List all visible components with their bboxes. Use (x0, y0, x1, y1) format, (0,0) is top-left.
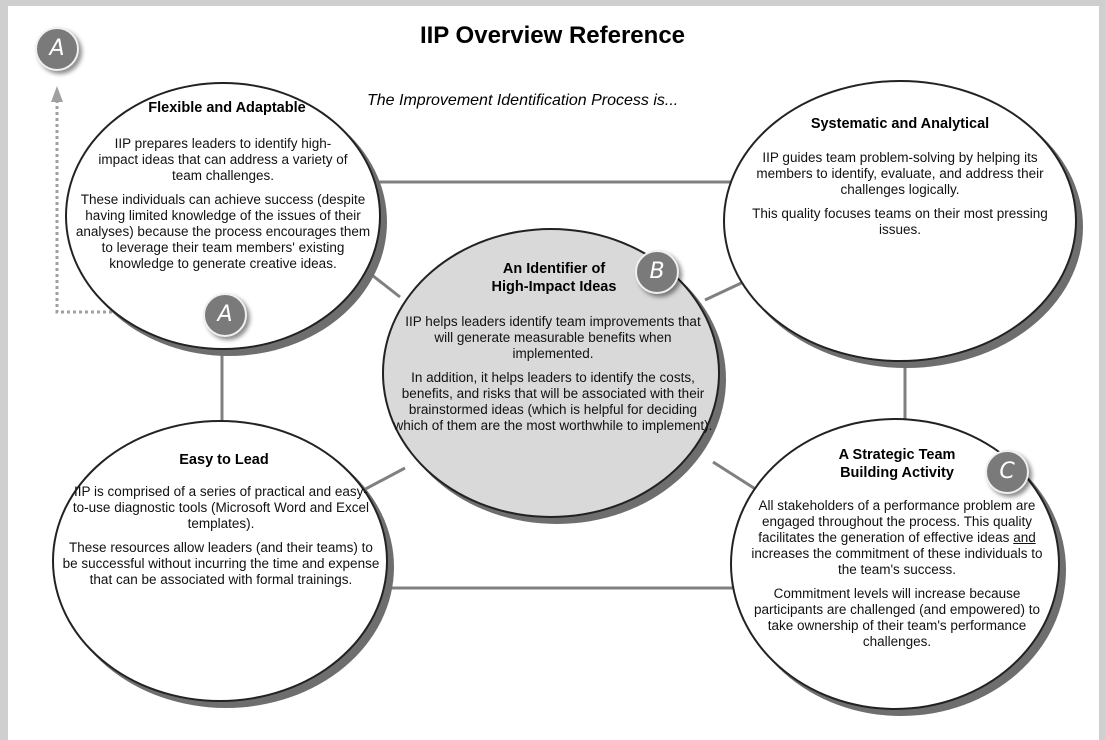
frame-top-border (0, 0, 1105, 6)
strategic-team-title-line2: Building Activity (840, 465, 954, 481)
easy-to-lead-p1: IIP is comprised of a series of practica… (72, 484, 370, 531)
easy-to-lead-text: IIP is comprised of a series of practica… (58, 484, 384, 596)
frame-left-border (0, 0, 8, 740)
badge-c[interactable]: C (985, 450, 1029, 494)
badge-a-top[interactable]: A (35, 27, 79, 71)
strategic-team-p1-underlined: and (1013, 530, 1036, 545)
frame-right-border (1099, 0, 1105, 740)
strategic-team-title: A Strategic Team Building Activity (792, 446, 1002, 482)
flexible-adaptable-title: Flexible and Adaptable (148, 100, 306, 116)
connector-center-bottom-left (357, 466, 406, 495)
badge-a-inline[interactable]: A (203, 293, 247, 337)
strategic-team-p1-end: increases the commitment of these indivi… (751, 546, 1043, 577)
systematic-analytical-title: Systematic and Analytical (810, 116, 990, 132)
flexible-adaptable-p1: IIP prepares leaders to identify high-im… (98, 136, 348, 183)
connector-center-bottom-right (712, 460, 758, 492)
strategic-team-text: All stakeholders of a performance proble… (738, 498, 1056, 658)
strategic-team-p1-start: All stakeholders of a performance proble… (758, 498, 1036, 545)
connector-center-top-left (367, 270, 401, 299)
diagram-subtitle: The Improvement Identification Process i… (367, 92, 679, 109)
systematic-analytical-p1: IIP guides team problem-solving by helpi… (756, 150, 1044, 197)
easy-to-lead-title: Easy to Lead (179, 452, 269, 468)
systematic-analytical-text: IIP guides team problem-solving by helpi… (735, 150, 1065, 246)
badge-b[interactable]: B (635, 250, 679, 294)
systematic-analytical-ellipse: Systematic and Analytical IIP guides tea… (723, 80, 1077, 362)
identifier-title-line1: An Identifier of (502, 261, 606, 277)
identifier-p2: In addition, it helps leaders to identif… (393, 370, 713, 433)
page-title: IIP Overview Reference (419, 22, 686, 49)
strategic-team-p1: All stakeholders of a performance proble… (738, 498, 1056, 578)
strategic-team-p2: Commitment levels will increase because … (754, 586, 1040, 649)
easy-to-lead-ellipse: Easy to Lead IIP is comprised of a serie… (52, 420, 388, 702)
strategic-team-title-line1: A Strategic Team (838, 447, 956, 463)
identifier-p1: IIP helps leaders identify team improvem… (405, 314, 701, 361)
systematic-analytical-p2: This quality focuses teams on their most… (752, 206, 1048, 237)
identifier-title: An Identifier of High-Impact Ideas (424, 260, 684, 296)
flexible-adaptable-text: IIP prepares leaders to identify high-im… (73, 136, 373, 280)
arrow-up-head (51, 86, 63, 102)
easy-to-lead-p2: These resources allow leaders (and their… (62, 540, 380, 587)
flexible-adaptable-p2: These individuals can achieve success (d… (75, 192, 371, 271)
identifier-title-line2: High-Impact Ideas (491, 279, 617, 295)
identifier-text: IIP helps leaders identify team improvem… (388, 314, 718, 442)
